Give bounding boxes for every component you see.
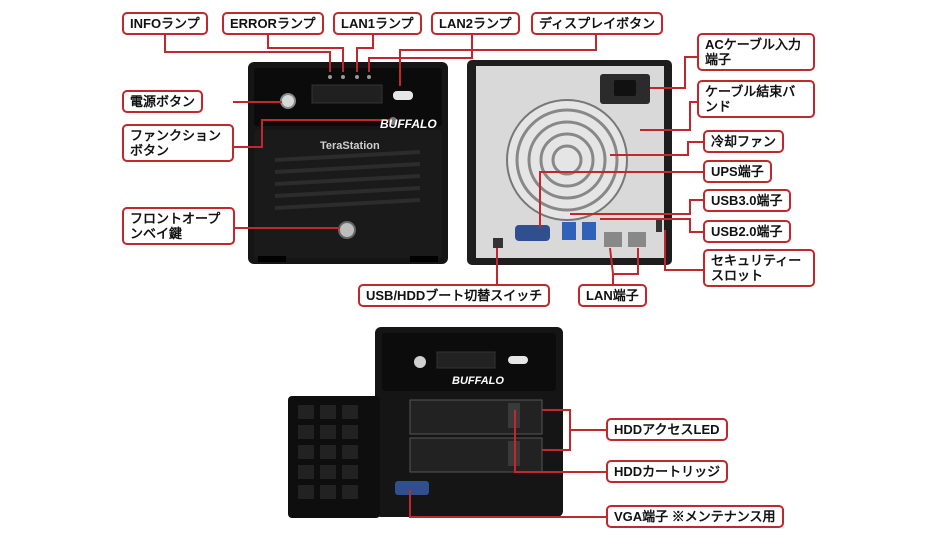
back-unit: [467, 60, 672, 265]
label-info-lamp: INFOランプ: [122, 12, 208, 35]
label-usb-hdd-switch: USB/HDDブート切替スイッチ: [358, 284, 551, 307]
label-error-lamp: ERRORランプ: [222, 12, 324, 35]
callout-lines: [164, 35, 703, 518]
label-security-slot: セキュリティースロット: [703, 249, 815, 287]
label-hdd-access-led: HDDアクセスLED: [606, 418, 728, 441]
label-front-bay-key: フロントオープンベイ鍵: [122, 207, 235, 245]
label-power-button: 電源ボタン: [122, 90, 204, 113]
label-display-button: ディスプレイボタン: [531, 12, 664, 35]
model-name-front: TeraStation: [320, 140, 380, 152]
label-ups-port: UPS端子: [703, 160, 772, 183]
label-vga-port: VGA端子 ※メンテナンス用: [606, 505, 784, 528]
label-lan2-lamp: LAN2ランプ: [431, 12, 520, 35]
open-bay-unit: [288, 327, 563, 518]
label-ac-input: ACケーブル入力端子: [697, 33, 815, 71]
label-usb2-port: USB2.0端子: [703, 220, 791, 243]
label-function-button: ファンクションボタン: [122, 124, 234, 162]
label-cooling-fan: 冷却ファン: [703, 130, 785, 153]
label-hdd-cartridge: HDDカートリッジ: [606, 460, 729, 483]
label-lan1-lamp: LAN1ランプ: [333, 12, 422, 35]
label-usb3-port: USB3.0端子: [703, 189, 791, 212]
label-cable-band: ケーブル結束バンド: [697, 80, 815, 118]
brand-logo-front: BUFFALO: [380, 117, 437, 131]
brand-logo-open: BUFFALO: [452, 375, 504, 387]
front-unit: [248, 62, 448, 264]
label-lan-port: LAN端子: [578, 284, 647, 307]
